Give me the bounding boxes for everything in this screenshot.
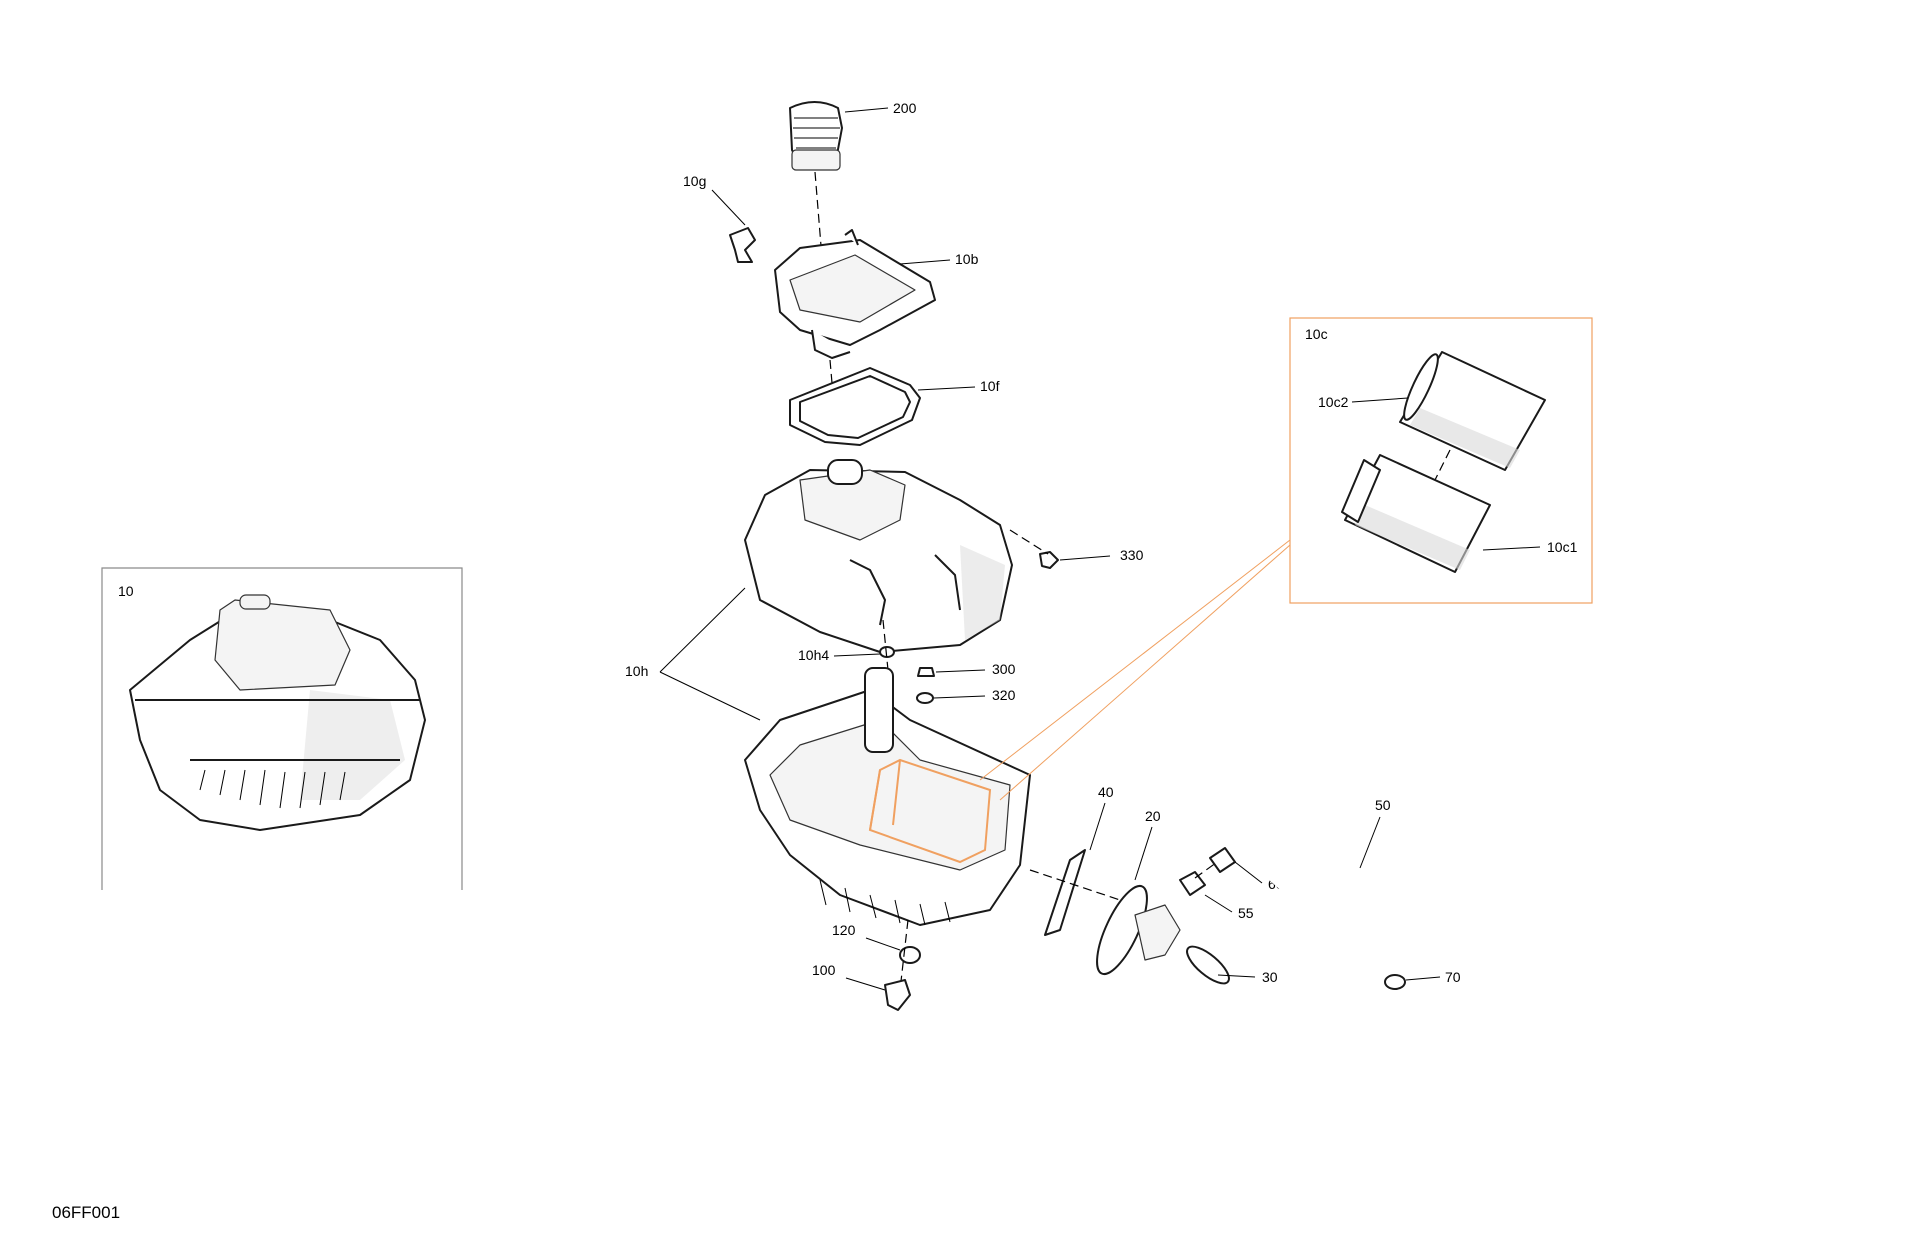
part-50-breather-hose: 50 (1226, 797, 1399, 974)
part-120-clamp: 120 (832, 922, 921, 964)
leader-10f (917, 386, 976, 391)
part-10f-seal: 10f (789, 367, 1000, 446)
part-10h-leader: 10h (625, 587, 761, 721)
label-10c2: 10c2 (1318, 394, 1349, 410)
leader-20 (1134, 826, 1153, 881)
part-10g-clip: 10g (683, 173, 756, 263)
part-320-washer: 320 (916, 687, 1016, 704)
part-200-intake-boot: 200 (789, 100, 917, 171)
inset-frame-10 (101, 567, 463, 890)
label-40: 40 (1098, 784, 1114, 800)
axis-line-10b-10f (829, 359, 833, 384)
label-20: 20 (1145, 808, 1161, 824)
part-55-fitting: 55 (1179, 871, 1254, 921)
label-55: 55 (1238, 905, 1254, 921)
label-120: 120 (832, 922, 856, 938)
leader-10h4 (833, 653, 881, 657)
part-10b-airbox-cover: 10b (774, 229, 979, 359)
leader-120 (865, 937, 901, 951)
drawing-reference-code: 06FF001 (52, 1203, 121, 1222)
part-10h-lower-airbox (744, 667, 1031, 926)
leader-10b (899, 259, 951, 265)
label-200: 200 (893, 100, 917, 116)
label-320: 320 (992, 687, 1016, 703)
label-10g: 10g (683, 173, 706, 189)
label-10c1: 10c1 (1547, 539, 1578, 555)
leader-10g (711, 189, 746, 226)
leader-100 (845, 977, 886, 991)
label-50: 50 (1375, 797, 1391, 813)
label-10h4: 10h4 (798, 647, 829, 663)
part-10c2-prefilter: 10c2 (1318, 351, 1546, 471)
leader-200 (844, 107, 889, 113)
label-10b: 10b (955, 251, 979, 267)
part-10h-upper-airbox: 330 (744, 459, 1144, 653)
callout-line-upper (979, 539, 1291, 781)
label-10h: 10h (625, 663, 648, 679)
leader-70 (1405, 976, 1441, 981)
leader-60 (1234, 861, 1263, 884)
part-20-adapter: 20 (1096, 808, 1181, 976)
label-100: 100 (812, 962, 836, 978)
inset-filter-10c: 10c 10c2 10c1 (1289, 317, 1593, 604)
highlighted-filter-element (868, 758, 992, 864)
leader-30 (1217, 974, 1256, 978)
axis-line-10b-330 (1009, 529, 1049, 555)
label-10: 10 (118, 583, 134, 599)
leader-300 (935, 669, 986, 673)
leader-10h (659, 587, 761, 721)
leader-320 (933, 695, 986, 699)
part-100-drain-valve: 100 (812, 962, 911, 1011)
leader-10c2 (1351, 397, 1409, 403)
axis-line-drain (899, 919, 909, 991)
axis-line-200-10b (814, 171, 823, 259)
label-10c: 10c (1305, 326, 1328, 342)
part-10c1-filter-element: 10c1 (1341, 454, 1578, 573)
part-40-clamp: 40 (1044, 784, 1114, 936)
leader-10c1 (1482, 546, 1541, 551)
part-300-bolt: 300 (917, 661, 1016, 677)
axis-line-55-60 (1194, 859, 1221, 879)
leader-40 (1089, 802, 1106, 851)
part-10h4-fastener: 10h4 (798, 646, 895, 663)
assembled-airbox-drawing (129, 594, 426, 831)
label-300: 300 (992, 661, 1016, 677)
part-70-clamp: 70 (1384, 969, 1461, 990)
label-330: 330 (1120, 547, 1144, 563)
inset-frame-10c (1289, 317, 1593, 604)
label-70: 70 (1445, 969, 1461, 985)
callout-line-lower (999, 544, 1291, 801)
leader-55 (1204, 894, 1233, 913)
label-10f: 10f (980, 378, 1000, 394)
part-30-clamp: 30 (1186, 945, 1278, 985)
inset-assembled-airbox: 10 (101, 567, 463, 890)
leader-50 (1359, 816, 1381, 869)
leader-330 (1059, 555, 1111, 561)
label-30: 30 (1262, 969, 1278, 985)
